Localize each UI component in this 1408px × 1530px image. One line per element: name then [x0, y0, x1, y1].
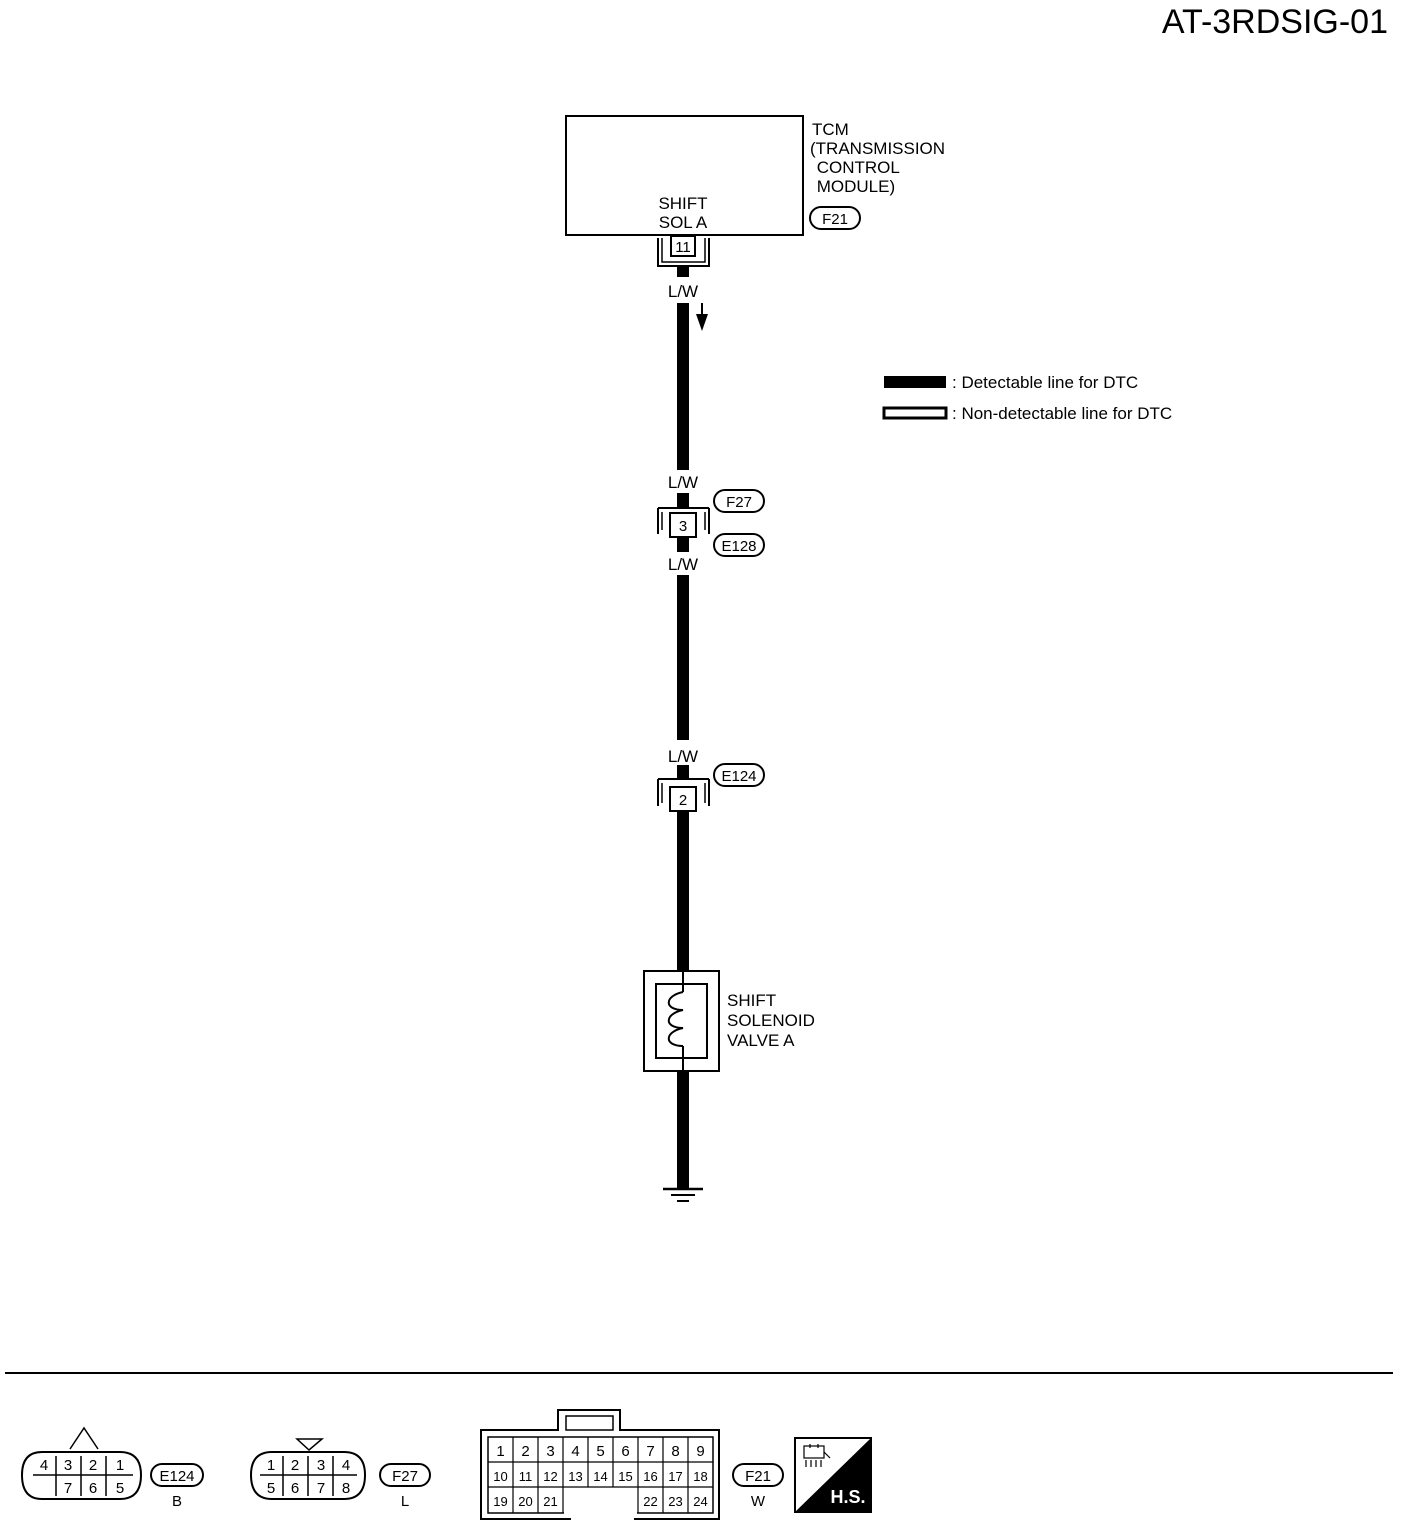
- connector-tag-e128: E128: [713, 533, 765, 557]
- pin-label: 20: [518, 1494, 532, 1509]
- page-id: AT-3RDSIG-01: [1162, 3, 1388, 41]
- connector-tag-label: F21: [822, 211, 848, 228]
- pin-label: 9: [696, 1443, 704, 1460]
- pin-label: 15: [618, 1469, 632, 1484]
- connector-view-f27: 1 2 3 4 5 6 7 8 F27 L: [249, 1438, 431, 1510]
- shift-solenoid-valve: SHIFT SOLENOID VALVE A: [643, 970, 815, 1072]
- joint-connector: 3: [657, 507, 710, 538]
- pin-label: 1: [496, 1443, 504, 1460]
- ground-icon: [663, 1187, 703, 1202]
- wire-color-label: L/W: [668, 282, 698, 301]
- connector-view-id: F21: [745, 1468, 771, 1485]
- tcm-name-line: MODULE): [812, 177, 895, 196]
- tcm-terminal-label: SHIFT: [658, 194, 707, 213]
- pin-label: 4: [342, 1457, 350, 1474]
- pin-label: 10: [493, 1469, 507, 1484]
- pin-label: 6: [621, 1443, 629, 1460]
- pin-label: 6: [89, 1480, 97, 1497]
- pin-label: 17: [668, 1469, 682, 1484]
- pin-label: 7: [64, 1480, 72, 1497]
- pin-label: 7: [317, 1480, 325, 1497]
- signal-wire: [677, 267, 689, 1188]
- legend-non-detectable-swatch: [882, 406, 948, 420]
- connector-view-color: L: [401, 1493, 409, 1510]
- connector-tag-label: E128: [721, 538, 756, 555]
- pin-label: 1: [267, 1457, 275, 1474]
- pin-label: 3: [546, 1443, 554, 1460]
- pin-label: 8: [342, 1480, 350, 1497]
- pin-label: 2: [291, 1457, 299, 1474]
- pin-label: 24: [693, 1494, 707, 1509]
- hs-badge-label: H.S.: [830, 1487, 865, 1507]
- joint-terminal-number: 3: [679, 518, 687, 535]
- connector-view-color: W: [751, 1493, 766, 1510]
- tcm-name-line: CONTROL: [812, 158, 900, 177]
- solenoid-connector: 2: [657, 778, 710, 812]
- connector-tag-e124: E124: [713, 763, 765, 787]
- solenoid-name-line: SOLENOID: [727, 1011, 815, 1030]
- pin-label: 4: [40, 1457, 48, 1474]
- legend-detectable-swatch: [884, 376, 946, 388]
- tcm-name-line: TCM: [812, 120, 849, 139]
- pin-label: 5: [267, 1480, 275, 1497]
- pin-label: 1: [116, 1457, 124, 1474]
- tcm-terminal-label: SOL A: [659, 213, 708, 232]
- wire-color-label: L/W: [668, 747, 698, 766]
- connector-tag-f27: F27: [713, 489, 765, 513]
- pin-label: 13: [568, 1469, 582, 1484]
- pin-label: 4: [571, 1443, 579, 1460]
- solenoid-name-line: SHIFT: [727, 991, 776, 1010]
- connector-view-color: B: [172, 1493, 182, 1510]
- solenoid-name-line: VALVE A: [727, 1031, 795, 1050]
- connector-tag-label: F27: [726, 494, 752, 511]
- hs-badge: H.S.: [794, 1437, 872, 1513]
- connector-tag-label: E124: [721, 768, 756, 785]
- pin-label: 5: [116, 1480, 124, 1497]
- legend: : Detectable line for DTC : Non-detectab…: [882, 373, 1172, 423]
- connector-housing-icon: [803, 1444, 831, 1467]
- pin-label: 12: [543, 1469, 557, 1484]
- connector-view-id: F27: [392, 1468, 418, 1485]
- connector-tag-f21: F21: [809, 206, 861, 230]
- pin-label: 23: [668, 1494, 682, 1509]
- pin-label: 18: [693, 1469, 707, 1484]
- solenoid-terminal-number: 2: [679, 792, 687, 809]
- pin-label: 2: [521, 1443, 529, 1460]
- tcm-box: TCM (TRANSMISSION CONTROL MODULE) SHIFT …: [565, 115, 945, 236]
- tcm-terminal: 11: [657, 235, 710, 267]
- pin-label: 19: [493, 1494, 507, 1509]
- pin-label: 5: [596, 1443, 604, 1460]
- pin-label: 21: [543, 1494, 557, 1509]
- pin-label: 11: [519, 1469, 533, 1484]
- connector-view-id: E124: [159, 1468, 194, 1485]
- pin-label: 8: [671, 1443, 679, 1460]
- wire-color-label: L/W: [668, 555, 698, 574]
- pin-label: 6: [291, 1480, 299, 1497]
- pin-label: 7: [646, 1443, 654, 1460]
- legend-non-detectable-text: : Non-detectable line for DTC: [952, 404, 1172, 423]
- connector-view-e124: 4 3 2 1 7 6 5 E124 B: [20, 1426, 204, 1510]
- wire-color-label: L/W: [668, 473, 698, 492]
- pin-label: 3: [64, 1457, 72, 1474]
- pin-label: 3: [317, 1457, 325, 1474]
- legend-detectable-text: : Detectable line for DTC: [952, 373, 1138, 392]
- current-arrow-icon: [696, 303, 708, 331]
- tcm-terminal-number: 11: [675, 239, 691, 256]
- pin-label: 2: [89, 1457, 97, 1474]
- pin-label: 14: [593, 1469, 607, 1484]
- pin-label: 16: [643, 1469, 657, 1484]
- tcm-name-line: (TRANSMISSION: [810, 139, 945, 158]
- pin-label: 22: [643, 1494, 657, 1509]
